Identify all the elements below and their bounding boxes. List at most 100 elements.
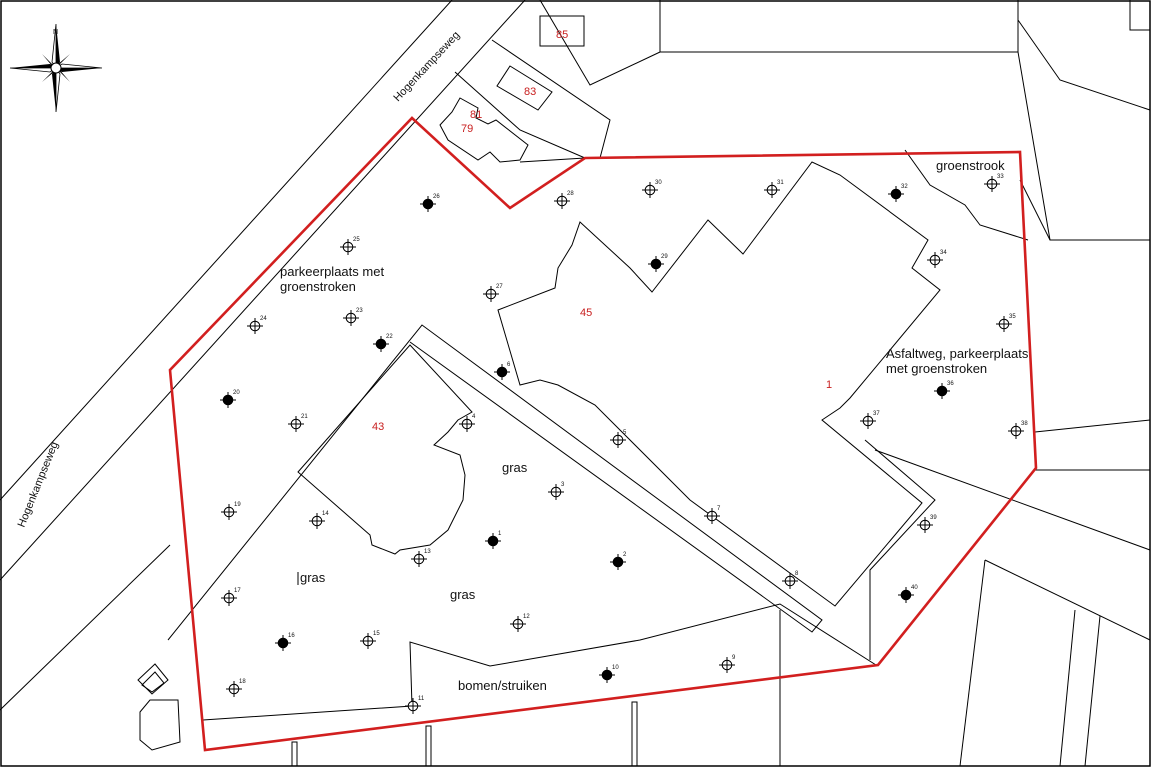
point-label: 32	[901, 184, 908, 190]
crosshair-open-icon: 39	[917, 515, 937, 533]
crosshair-open-icon: 9	[719, 655, 736, 673]
road-edge-1	[0, 0, 453, 501]
right-parcel-edge-2	[959, 559, 986, 767]
post-2	[425, 725, 432, 767]
point-label: 31	[777, 180, 784, 186]
parcel-top-5	[1129, 0, 1150, 31]
area-label-trees: bomen/struiken	[458, 678, 547, 693]
green-strip-edge	[904, 149, 1029, 241]
crosshair-open-icon: 38	[1008, 421, 1028, 439]
area-label-green-strip: groenstrook	[936, 158, 1005, 173]
house-number-83: 83	[524, 86, 536, 98]
crosshair-open-icon: 18	[226, 679, 246, 697]
crosshair-filled-icon: 32	[888, 184, 908, 202]
crosshair-filled-icon: 36	[934, 381, 954, 399]
parcel-83-79-edge	[454, 71, 586, 159]
road-edge-2	[0, 0, 526, 581]
building-79-81	[439, 97, 529, 163]
crosshair-open-icon: 13	[411, 549, 431, 567]
point-label: 24	[260, 316, 267, 322]
point-label: 23	[356, 308, 363, 314]
crosshair-filled-icon: 29	[648, 254, 668, 272]
svg-text:N: N	[53, 29, 58, 36]
post-3	[631, 701, 638, 767]
crosshair-open-icon: 4	[459, 414, 476, 432]
point-label: 9	[732, 655, 736, 661]
area-label-grass-1: gras	[502, 460, 528, 475]
point-label: 18	[239, 679, 246, 685]
point-label: 15	[373, 631, 380, 637]
point-label: 37	[873, 411, 880, 417]
point-label: 30	[655, 180, 662, 186]
crosshair-filled-icon: 20	[220, 390, 240, 408]
crosshair-open-icon: 23	[343, 308, 363, 326]
house-number-81: 81	[470, 109, 482, 121]
crosshair-filled-icon: 40	[898, 585, 918, 603]
crosshair-open-icon: 12	[510, 614, 530, 632]
point-label: 12	[523, 614, 530, 620]
path-strip	[167, 324, 823, 641]
crosshair-open-icon: 8	[782, 571, 799, 589]
building-85	[539, 15, 585, 47]
area-label-asphalt-2: met groenstroken	[886, 361, 987, 376]
point-label: 2	[623, 552, 627, 558]
point-label: 5	[623, 430, 627, 436]
small-building-1-inner	[141, 671, 165, 693]
point-label: 17	[234, 588, 241, 594]
parcel-right-1	[1019, 179, 1051, 241]
crosshair-filled-icon: 26	[420, 194, 440, 212]
point-label: 36	[947, 381, 954, 387]
point-label: 34	[940, 250, 947, 256]
crosshair-filled-icon: 2	[610, 552, 627, 570]
point-label: 21	[301, 414, 308, 420]
point-label: 35	[1009, 314, 1016, 320]
crosshair-open-icon: 34	[927, 250, 947, 268]
point-label: 29	[661, 254, 668, 260]
crosshair-open-icon: 11	[405, 696, 425, 714]
point-label: 16	[288, 633, 295, 639]
house-number-45: 45	[580, 307, 592, 319]
right-parcel-edge-4	[1084, 615, 1101, 767]
building-83	[496, 65, 553, 111]
crosshair-open-icon: 35	[996, 314, 1016, 332]
right-parcel-edge-3	[1059, 609, 1076, 767]
right-parcel-edge	[984, 559, 1151, 641]
area-label-grass-2: gras	[300, 570, 326, 585]
crosshair-open-icon: 25	[340, 237, 360, 255]
area-label-parking-2: groenstroken	[280, 279, 356, 294]
crosshair-open-icon: 37	[860, 411, 880, 429]
area-label-parking-1: parkeerplaats met	[280, 264, 384, 279]
crosshair-open-icon: 24	[247, 316, 267, 334]
parcel-85-83-edge	[491, 39, 611, 159]
point-label: 40	[911, 585, 918, 591]
right-road-edge	[874, 449, 1151, 551]
crosshair-open-icon: 28	[554, 191, 574, 209]
point-label: 33	[997, 174, 1004, 180]
crosshair-open-icon: 19	[221, 502, 241, 520]
crosshair-open-icon: 21	[288, 414, 308, 432]
point-label: 3	[561, 482, 565, 488]
crosshair-open-icon: 30	[642, 180, 662, 198]
crosshair-open-icon: 17	[221, 588, 241, 606]
crosshair-open-icon: 31	[764, 180, 784, 198]
parcel-small-edge	[519, 157, 586, 163]
point-label: 8	[795, 571, 799, 577]
building-45	[497, 161, 941, 607]
crosshair-filled-icon: 6	[494, 362, 511, 380]
crosshair-filled-icon: 22	[373, 334, 393, 352]
point-label: 7	[717, 506, 721, 512]
point-label: 1	[498, 531, 502, 537]
road-edge-3	[0, 544, 171, 711]
crosshair-open-icon: 15	[360, 631, 380, 649]
house-number-79: 79	[461, 123, 473, 135]
parcel-right-2	[1034, 419, 1151, 433]
parcel-top-4	[1017, 19, 1151, 111]
crosshair-open-icon: 3	[548, 482, 565, 500]
point-label: 14	[322, 511, 329, 517]
parcel-top-3	[1017, 0, 1150, 241]
small-building-2	[139, 699, 181, 751]
right-inner-edge	[864, 439, 936, 660]
